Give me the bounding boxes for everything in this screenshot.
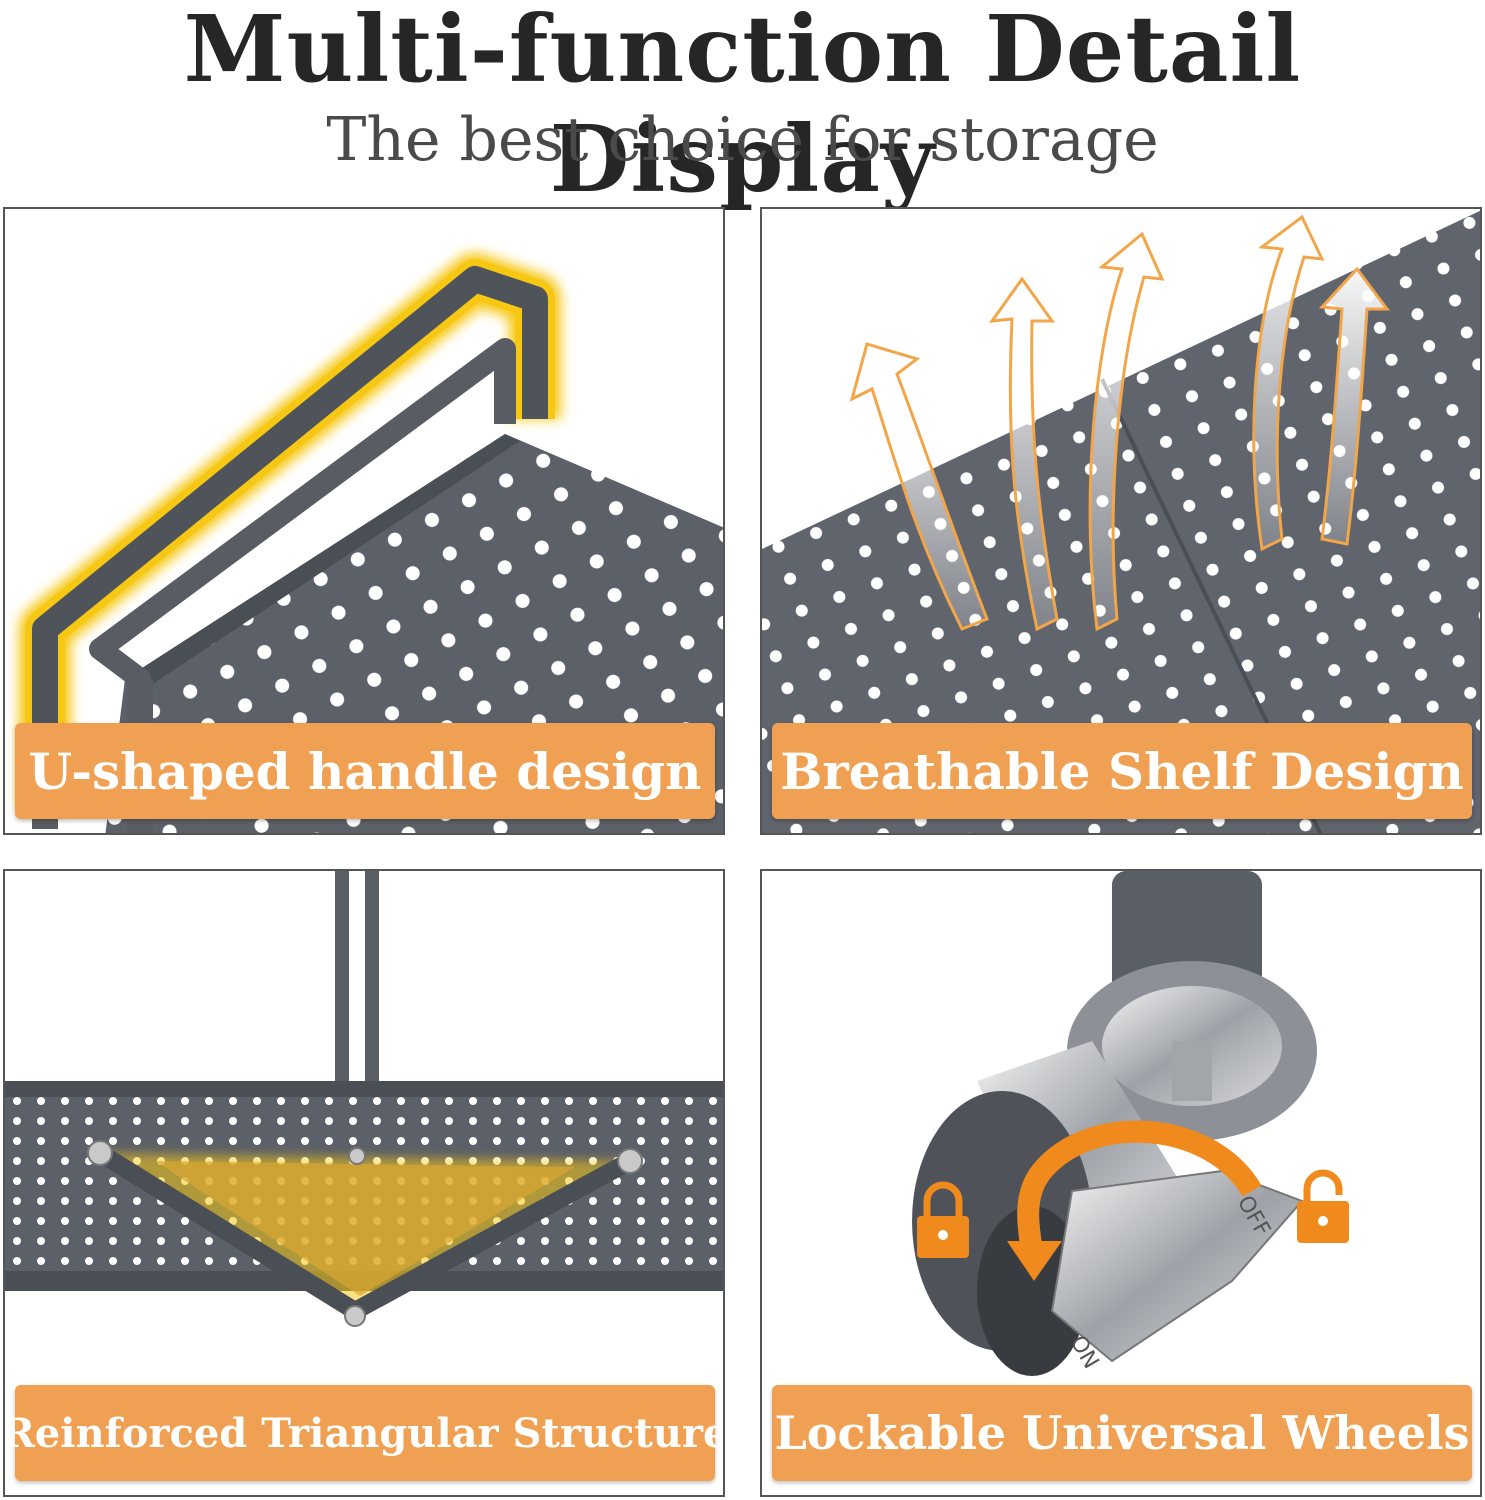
panel-u-handle: U-shaped handle design	[3, 207, 725, 835]
triangle-bracket-icon	[5, 871, 723, 1327]
label-lockable-wheels: Lockable Universal Wheels	[772, 1385, 1472, 1481]
lock-icon-closed	[917, 1181, 969, 1258]
lock-icon-open	[1297, 1169, 1349, 1243]
air-flow-arrows-icon	[762, 210, 1480, 833]
label-u-handle: U-shaped handle design	[15, 723, 715, 819]
page-title: Multi-function Detail Display	[183, 0, 1302, 213]
label-breathable-shelf: Breathable Shelf Design	[772, 723, 1472, 819]
caster-wheel-icon: ON OFF	[912, 871, 1349, 1376]
panel-lockable-wheels: ON OFF Lockable Universal Wheels	[760, 869, 1482, 1497]
page-subtitle: The best choice for storage	[326, 105, 1159, 175]
panel-breathable-shelf: Breathable Shelf Design	[760, 207, 1482, 835]
panel-triangular-structure: Reinforced Triangular Structure	[3, 869, 725, 1497]
label-triangular-structure: Reinforced Triangular Structure	[5, 1385, 723, 1481]
